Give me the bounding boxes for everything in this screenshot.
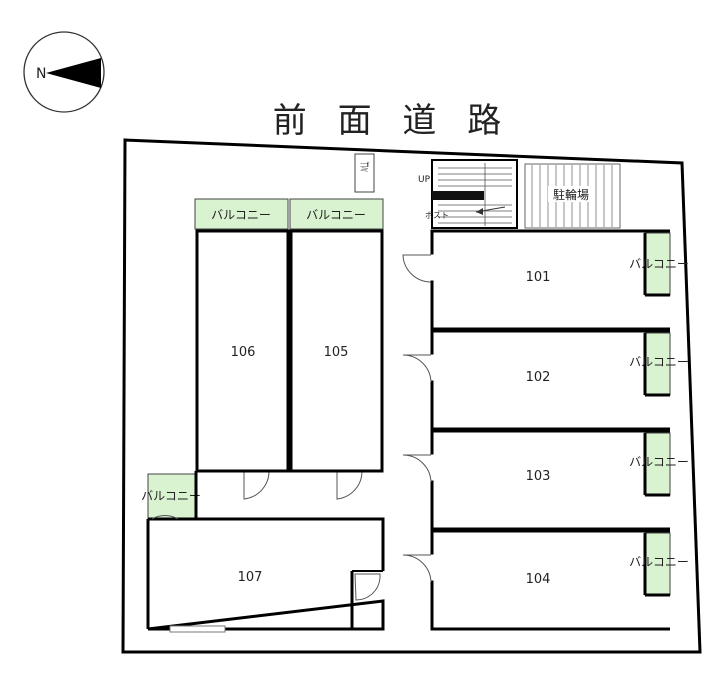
compass-ring (23, 31, 105, 113)
unit-number: 101 (526, 270, 551, 285)
unit-102: 102 (430, 329, 670, 431)
balcony-106: バルコニー (194, 198, 289, 230)
balcony-label: バルコニー (629, 555, 689, 569)
unit-number: 102 (526, 370, 551, 385)
unit-105: 105 (289, 229, 384, 473)
balcony-label: バルコニー (211, 208, 271, 222)
garbage-label-1: ゴミ (357, 161, 371, 172)
unit-103: 103 (430, 429, 670, 531)
unit-number: 106 (231, 345, 256, 360)
balcony-label: バルコニー (141, 489, 201, 503)
balcony-label: バルコニー (629, 355, 689, 369)
door-swings-top (243, 468, 363, 500)
unit-106: 106 (195, 229, 290, 473)
unit-number: 107 (238, 570, 263, 585)
balcony-label: バルコニー (629, 455, 689, 469)
street-label: 前 面 道 路 (273, 101, 511, 141)
unit-101: 101 (430, 229, 670, 331)
compass: N (23, 31, 105, 113)
balcony-103: バルコニー (629, 432, 689, 497)
unit-number: 104 (526, 572, 551, 587)
balcony-102: バルコニー (629, 332, 689, 397)
balcony-105: バルコニー (289, 198, 384, 230)
site-boundary (121, 138, 702, 654)
mailbox-label: ポスト (425, 211, 449, 220)
north-arrow-icon (46, 58, 101, 88)
unit-number: 105 (324, 345, 349, 360)
stairs-up-label: UP (418, 175, 431, 185)
unit-number: 103 (526, 469, 551, 484)
bike-parking: 駐輪場 (524, 163, 621, 229)
door-swings-right (402, 254, 436, 583)
balcony-104: バルコニー (629, 532, 689, 597)
balcony-label: バルコニー (629, 257, 689, 271)
north-label: N (36, 66, 46, 82)
stairs: UP ポスト (418, 159, 518, 229)
unit-104: 104 (430, 529, 670, 631)
garbage-area: ゴミ (354, 153, 375, 193)
balcony-101: バルコニー (629, 232, 689, 297)
balcony-label: バルコニー (306, 208, 366, 222)
unit-107: バルコニー 107 (141, 471, 385, 633)
bike-parking-label: 駐輪場 (553, 187, 589, 202)
